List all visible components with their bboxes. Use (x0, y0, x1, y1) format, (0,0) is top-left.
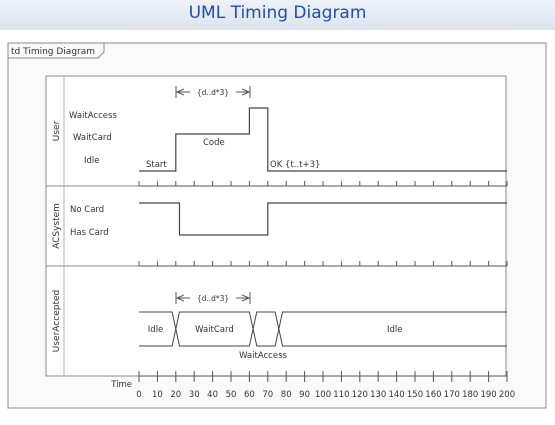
title-banner: UML Timing Diagram (0, 0, 555, 30)
user-duration-text: {d..d*3} (197, 88, 229, 97)
useraccepted-segment-label-1: WaitCard (195, 325, 234, 335)
axis-tick-label-30: 30 (189, 390, 200, 400)
axis-tick-label-20: 20 (170, 390, 181, 400)
useraccepted-duration-constraint: {d..d*3} (175, 292, 251, 304)
useraccepted-label-waitaccess: WaitAccess (239, 351, 287, 361)
axis-tick-label-100: 100 (315, 390, 331, 400)
axis-tick-label-140: 140 (388, 390, 404, 400)
axis-tick-label-70: 70 (262, 390, 273, 400)
user-label-ok: OK {t..t+3} (270, 160, 320, 170)
user-lifeline-panel (45, 75, 507, 187)
axis-tick-label-160: 160 (425, 390, 441, 400)
axis-tick-label-190: 190 (480, 390, 496, 400)
acsystem-lifeline-panel (45, 185, 507, 267)
axis-tick-label-90: 90 (299, 390, 310, 400)
axis-tick-label-130: 130 (370, 390, 386, 400)
useraccepted-segment-3 (278, 311, 507, 347)
axis-tick-label-150: 150 (407, 390, 423, 400)
axis-tick-label-10: 10 (152, 390, 163, 400)
acsystem-state-has-card: Has Card (70, 228, 109, 238)
axis-tick-label-0: 0 (136, 390, 141, 400)
axis-tick-label-170: 170 (444, 390, 460, 400)
useraccepted-duration-text: {d..d*3} (197, 294, 229, 303)
page-title: UML Timing Diagram (188, 3, 367, 23)
axis-tick-label-80: 80 (281, 390, 292, 400)
axis-tick-label-200: 200 (499, 390, 515, 400)
axis-tick-label-50: 50 (226, 390, 237, 400)
axis-title: Time (110, 380, 132, 390)
user-state-idle: Idle (84, 156, 100, 166)
user-state-waitaccess: WaitAccess (69, 111, 117, 121)
acsystem-lifeline-name: ACSystem (52, 203, 62, 249)
useraccepted-segment-label-0: Idle (148, 325, 164, 335)
useraccepted-segment-label-3: Idle (387, 325, 403, 335)
user-state-waitcard: WaitCard (73, 133, 112, 143)
user-duration-constraint: {d..d*3} (175, 86, 251, 98)
useraccepted-lifeline-name: UserAccepted (52, 290, 62, 352)
user-label-code: Code (203, 138, 225, 148)
axis-tick-label-120: 120 (352, 390, 368, 400)
user-label-start: Start (146, 160, 167, 170)
axis-tick-label-40: 40 (207, 390, 218, 400)
axis-tick-label-60: 60 (244, 390, 255, 400)
user-lifeline-name: User (52, 120, 62, 141)
user-state-waveform (139, 107, 507, 172)
axis-tick-label-110: 110 (333, 390, 349, 400)
acsystem-state-waveform (139, 202, 507, 236)
frame-label: td Timing Diagram (11, 47, 95, 57)
frame-tab (8, 43, 105, 59)
useraccepted-lifeline-panel (45, 265, 507, 377)
axis-tick-label-180: 180 (462, 390, 478, 400)
acsystem-state-no-card: No Card (70, 205, 104, 215)
